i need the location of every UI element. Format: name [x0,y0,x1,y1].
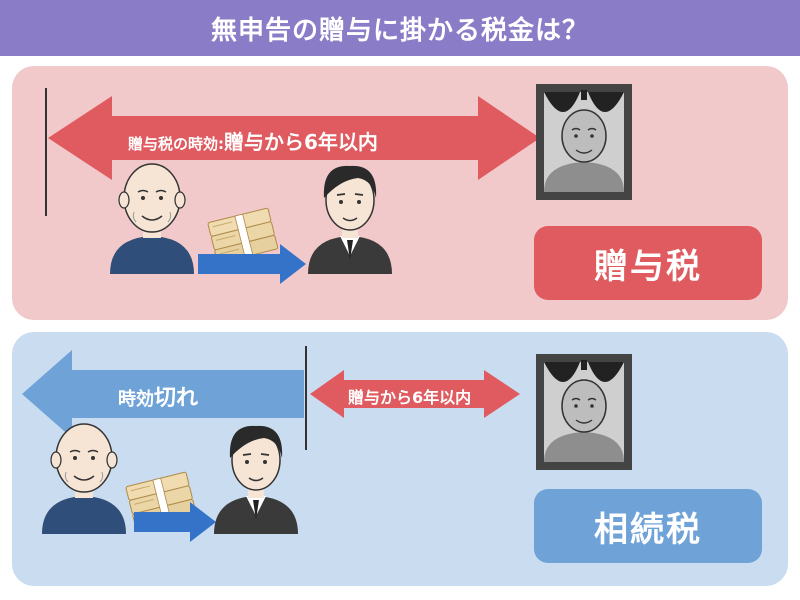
inheritance-tax-label: 相続税 [534,489,762,563]
statute-prefix-text: 贈与税の時効: [128,135,224,153]
expired-label: 時効切れ [118,380,198,412]
inherit-arrow-label: 贈与から6年以内 [348,384,471,408]
expired-main-text: 切れ [154,386,199,411]
page-title: 無申告の贈与に掛かる税金は？ [210,15,589,46]
giver-elder-icon [41,423,127,535]
expired-left-arrow [22,350,304,438]
transfer-arrow [134,502,216,542]
deceased-portrait-icon [535,83,633,201]
inherit-period-double-arrow [310,370,520,418]
receiver-young-icon [213,424,299,535]
inherit-arrow-text: 贈与から6年以内 [348,388,472,407]
transfer-arrow [198,244,306,284]
title-bar: 無申告の贈与に掛かる税金は？ [0,0,800,56]
expired-prefix-text: 時効 [118,389,154,410]
inheritance-tax-text: 相続税 [594,509,702,550]
gift-tax-text: 贈与税 [594,246,702,287]
receiver-young-icon [307,164,393,275]
gift-arrow-label: 贈与税の時効:贈与から6年以内 [128,126,378,155]
deceased-portrait-icon [535,353,633,471]
giver-elder-icon [109,163,195,275]
gift-tax-label: 贈与税 [534,226,762,300]
gift-period-double-arrow [48,96,540,180]
statute-main-text: 贈与から6年以内 [224,130,378,154]
